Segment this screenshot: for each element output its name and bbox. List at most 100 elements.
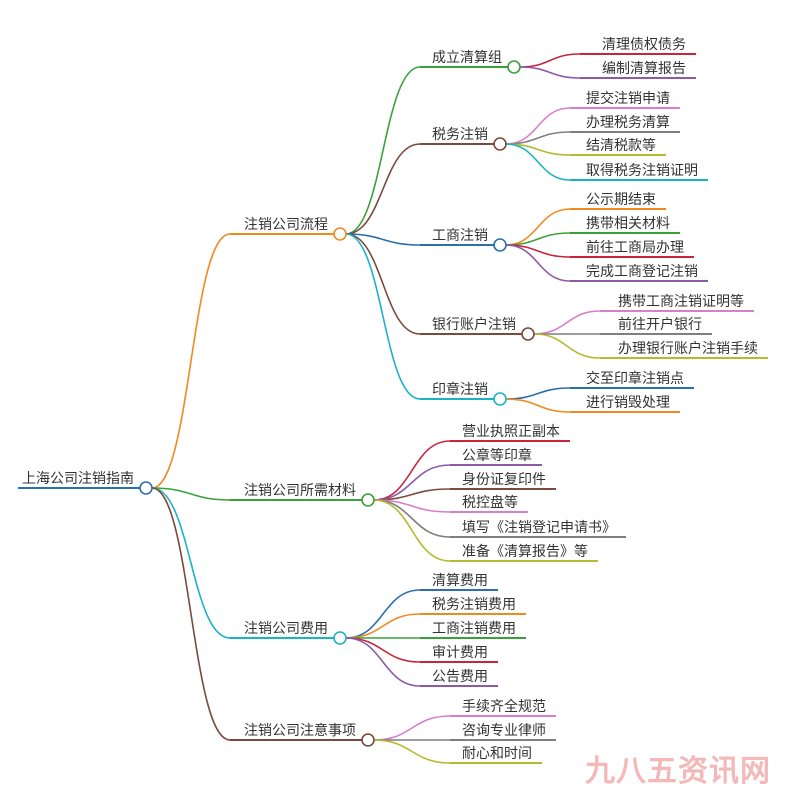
leaf-node[interactable]: 办理银行账户注销手续 (600, 340, 768, 359)
branch-node[interactable]: 银行账户注销 (420, 316, 535, 341)
collapse-toggle-icon[interactable] (507, 60, 521, 74)
node-label: 公章等印章 (462, 447, 532, 464)
connector-edge (151, 487, 231, 741)
leaf-node[interactable]: 提交注销申请 (570, 90, 680, 109)
node-label: 注销公司所需材料 (244, 483, 356, 499)
node-label: 清算费用 (432, 573, 488, 589)
connector-edge (345, 233, 421, 400)
node-label: 审计费用 (432, 645, 488, 661)
leaf-node[interactable]: 携带相关材料 (570, 216, 680, 234)
leaf-node[interactable]: 前往工商局办理 (570, 239, 694, 258)
leaf-node[interactable]: 税控盘等 (450, 494, 528, 513)
collapse-toggle-icon[interactable] (493, 137, 507, 151)
node-label: 编制清算报告 (602, 61, 686, 77)
connector-edge (345, 233, 421, 335)
branch-node[interactable]: 工商注销 (420, 228, 507, 252)
collapse-toggle-icon[interactable] (493, 392, 507, 406)
node-label: 咨询专业律师 (462, 723, 546, 739)
node-label: 注销公司流程 (244, 217, 328, 233)
branch-node[interactable]: 成立清算组 (420, 50, 521, 74)
leaf-node[interactable]: 编制清算报告 (580, 61, 696, 79)
collapse-toggle-icon[interactable] (139, 481, 153, 495)
connector-edge (345, 143, 421, 235)
node-label: 成立清算组 (432, 50, 502, 66)
node-label: 公示期结束 (586, 192, 656, 208)
connector-edge (345, 637, 421, 687)
node-label: 交至印章注销点 (586, 370, 684, 387)
leaf-node[interactable]: 耐心和时间 (450, 746, 542, 764)
leaf-node[interactable]: 交至印章注销点 (570, 370, 694, 389)
node-label: 前往工商局办理 (586, 239, 684, 256)
leaf-node[interactable]: 清算费用 (420, 573, 498, 591)
collapse-toggle-icon[interactable] (333, 227, 347, 241)
leaf-node[interactable]: 公告费用 (420, 669, 498, 687)
leaf-node[interactable]: 结清税款等 (570, 137, 666, 156)
node-label: 营业执照正副本 (462, 424, 560, 440)
connector-edge (505, 143, 571, 181)
node-label: 税务注销 (432, 127, 488, 143)
leaf-node[interactable]: 清理债权债务 (580, 37, 696, 55)
branch-node[interactable]: 税务注销 (420, 127, 507, 151)
leaf-node[interactable]: 取得税务注销证明 (570, 162, 708, 181)
node-label: 办理税务清算 (586, 115, 670, 131)
leaf-node[interactable]: 携带工商注销证明等 (600, 293, 754, 312)
leaf-node[interactable]: 进行销毁处理 (570, 395, 680, 413)
node-label: 进行销毁处理 (586, 395, 670, 411)
node-label: 注销公司费用 (244, 621, 328, 637)
leaf-node[interactable]: 前往开户银行 (600, 316, 712, 335)
node-label: 身份证复印件 (462, 471, 546, 488)
leaf-node[interactable]: 公章等印章 (450, 447, 542, 466)
leaf-node[interactable]: 办理税务清算 (570, 115, 680, 133)
connector-edge (373, 440, 451, 501)
collapse-toggle-icon[interactable] (333, 631, 347, 645)
leaf-node[interactable]: 填写《注销登记申请书》 (450, 520, 626, 538)
connector-edge (373, 464, 451, 501)
node-label: 携带工商注销证明等 (618, 293, 744, 310)
connector-edge (373, 499, 451, 562)
connector-edge (519, 53, 581, 68)
leaf-node[interactable]: 完成工商登记注销 (570, 264, 708, 282)
collapse-toggle-icon[interactable] (361, 733, 375, 747)
connector-edge (373, 715, 451, 741)
branch-node[interactable]: 印章注销 (420, 381, 507, 406)
root-node[interactable]: 上海公司注销指南 (18, 471, 153, 495)
leaf-node[interactable]: 审计费用 (420, 645, 498, 663)
node-label: 完成工商登记注销 (586, 264, 698, 280)
node-label: 结清税款等 (586, 137, 656, 154)
connector-edge (151, 487, 231, 639)
connector-edge (373, 739, 451, 764)
node-label: 前往开户银行 (618, 316, 702, 333)
node-label: 携带相关材料 (586, 216, 670, 232)
leaf-node[interactable]: 准备《清算报告》等 (450, 543, 598, 562)
collapse-toggle-icon[interactable] (521, 327, 535, 341)
node-label: 工商注销 (432, 228, 488, 244)
connector-edge (345, 589, 421, 639)
node-label: 准备《清算报告》等 (462, 543, 588, 560)
connector-edge (345, 613, 421, 639)
leaf-node[interactable]: 身份证复印件 (450, 471, 556, 490)
leaf-node[interactable]: 税务注销费用 (420, 597, 526, 615)
branch-node[interactable]: 注销公司流程 (230, 217, 347, 241)
leaf-node[interactable]: 手续齐全规范 (450, 698, 556, 717)
branch-node[interactable]: 注销公司费用 (230, 621, 347, 645)
connector-edge (533, 310, 601, 335)
branch-node[interactable]: 注销公司注意事项 (230, 722, 375, 747)
node-label: 手续齐全规范 (462, 698, 546, 715)
node-label: 银行账户注销 (432, 316, 516, 333)
connector-edge (345, 233, 421, 246)
leaf-node[interactable]: 咨询专业律师 (450, 723, 556, 741)
branch-node[interactable]: 注销公司所需材料 (230, 483, 375, 507)
node-label: 提交注销申请 (586, 90, 670, 107)
leaf-node[interactable]: 公示期结束 (570, 192, 666, 210)
node-label: 税控盘等 (462, 494, 518, 511)
connector-edge (505, 244, 571, 282)
leaf-node[interactable]: 营业执照正副本 (450, 424, 570, 442)
leaf-node[interactable]: 工商注销费用 (420, 621, 526, 639)
watermark: 九八五资讯网 (585, 754, 771, 789)
node-label: 取得税务注销证明 (586, 162, 698, 179)
node-label: 公告费用 (432, 669, 488, 685)
connector-edge (505, 387, 571, 400)
collapse-toggle-icon[interactable] (493, 238, 507, 252)
collapse-toggle-icon[interactable] (361, 493, 375, 507)
